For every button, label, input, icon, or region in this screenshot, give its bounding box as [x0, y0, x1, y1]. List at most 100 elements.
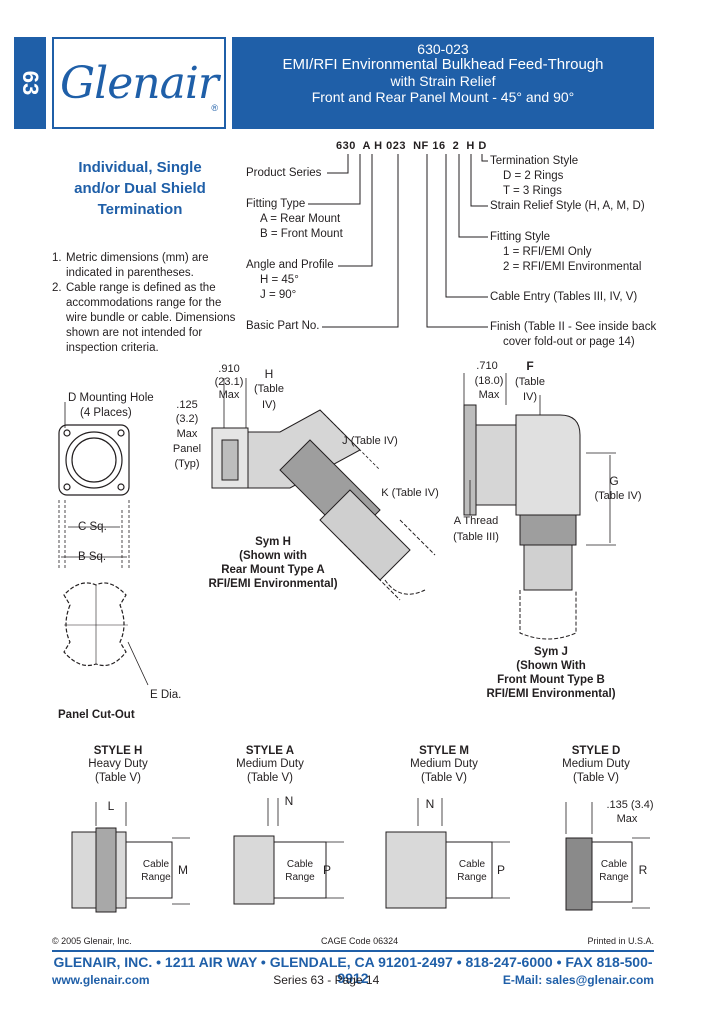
intro-title-line-1: Individual, Single — [78, 159, 202, 176]
email-link[interactable]: E-Mail: sales@glenair.com — [502, 973, 654, 987]
sym-h-typ: (Typ) — [174, 458, 200, 470]
sym-j-drawing — [463, 373, 616, 640]
c-square-label: C Sq. — [78, 521, 107, 533]
style-a-title: STYLE A — [245, 745, 295, 757]
style-d-table: (Table V) — [572, 772, 620, 784]
sym-h-j: J (Table IV) — [342, 435, 398, 447]
style-h-title: STYLE H — [93, 745, 143, 757]
company-address: GLENAIR, INC. • 1211 AIR WAY • GLENDALE,… — [53, 954, 653, 986]
sym-j-iv: IV) — [522, 391, 538, 403]
fitting-style-1: 1 = RFI/EMI Only — [503, 246, 592, 258]
cable-label: Cable — [458, 859, 486, 870]
sym-j-710: .710 — [476, 360, 498, 372]
style-h-table: (Table V) — [94, 772, 142, 784]
style-m-dim-p: P — [496, 863, 505, 877]
sym-j-g: G — [609, 474, 619, 488]
panel-cutout-label: Panel Cut-Out — [58, 709, 135, 721]
style-a-dim-p: P — [322, 863, 331, 877]
sym-h-caption-4: RFI/EMI Environmental) — [208, 578, 338, 590]
angle-j: J = 90° — [260, 289, 297, 301]
panel-drawing — [58, 402, 149, 686]
style-m-table: (Table V) — [420, 772, 468, 784]
style-d-duty: Medium Duty — [562, 758, 630, 770]
angle-h: H = 45° — [260, 274, 299, 286]
footer-meta: © 2005 Glenair, Inc. CAGE Code 06324 Pri… — [52, 936, 654, 946]
fitting-style-2: 2 = RFI/EMI Environmental — [503, 261, 642, 273]
sym-j-caption-3: Front Mount Type B — [497, 674, 605, 686]
sym-h-max: Max — [218, 389, 240, 401]
range-label: Range — [599, 872, 629, 883]
fitting-type-b: B = Front Mount — [260, 228, 343, 240]
fitting-type-a: A = Rear Mount — [260, 213, 341, 225]
sym-h-max2: Max — [176, 428, 198, 440]
note-text: Cable range is defined as the accommodat… — [66, 282, 236, 354]
header-banner: 630-023 EMI/RFI Environmental Bulkhead F… — [232, 37, 654, 129]
fitting-type-label: Fitting Type — [246, 198, 306, 210]
style-m-duty: Medium Duty — [410, 758, 478, 770]
footer-links: www.glenair.com Series 63 - Page 14 E-Ma… — [52, 973, 654, 987]
style-h: STYLE H Heavy Duty (Table V) — [68, 745, 168, 785]
intro-title-line-3: Termination — [97, 201, 183, 218]
sym-j-180: (18.0) — [474, 375, 504, 387]
copyright: © 2005 Glenair, Inc. — [52, 936, 132, 946]
part-family: 630-023 — [417, 41, 469, 57]
strain-relief-label: Strain Relief Style (H, A, M, D) — [490, 200, 645, 212]
sym-h-panel: Panel — [172, 443, 202, 455]
intro-title-line-2: and/or Dual Shield — [74, 180, 206, 197]
range-label: Range — [457, 872, 487, 883]
termination-t: T = 3 Rings — [503, 185, 562, 197]
termination-d: D = 2 Rings — [503, 170, 564, 182]
sym-j-max: Max — [478, 389, 500, 401]
sym-h-k: K (Table IV) — [381, 487, 439, 499]
registered-mark: ® — [211, 103, 218, 113]
sym-j-g-table: (Table IV) — [594, 490, 642, 502]
finish-label: Finish (Table II - See inside back — [490, 321, 657, 333]
mounting-hole-places: (4 Places) — [80, 407, 132, 419]
part-number-code: 630 A H 023 NF 16 2 H D — [336, 140, 487, 152]
style-a-table: (Table V) — [246, 772, 294, 784]
sym-h-caption-3: Rear Mount Type A — [221, 564, 325, 576]
sym-h-caption-2: (Shown with — [239, 550, 307, 562]
sym-h-caption: Sym H (Shown with Rear Mount Type A RFI/… — [188, 535, 358, 591]
note-number: 2. — [52, 282, 62, 294]
website-link[interactable]: www.glenair.com — [52, 973, 150, 987]
fitting-style-label: Fitting Style — [490, 231, 551, 243]
style-d: STYLE D Medium Duty (Table V) — [546, 745, 646, 785]
style-h-dim-l: L — [107, 799, 115, 813]
logo-text: Glenair — [60, 57, 219, 109]
product-subtitle-1: with Strain Relief — [390, 73, 496, 89]
cable-label: Cable — [600, 859, 628, 870]
product-subtitle-2: Front and Rear Panel Mount - 45° and 90° — [311, 89, 575, 105]
e-dia-label: E Dia. — [150, 689, 182, 701]
note-text: Metric dimensions (mm) are indicated in … — [66, 252, 209, 279]
style-m: STYLE M Medium Duty (Table V) — [394, 745, 494, 785]
sym-j-a-thread: A Thread — [453, 515, 499, 527]
basic-part-label: Basic Part No. — [246, 320, 320, 332]
range-label: Range — [285, 872, 315, 883]
sym-h-910: .910 — [218, 363, 240, 375]
style-d-dim-r: R — [638, 863, 648, 877]
angle-label: Angle and Profile — [246, 259, 334, 271]
intro-title: Individual, Single and/or Dual Shield Te… — [40, 157, 240, 220]
sym-j-f: F — [526, 359, 534, 373]
sym-h-h: H — [264, 367, 274, 381]
sym-j-caption-4: RFI/EMI Environmental) — [486, 688, 616, 700]
style-h-duty: Heavy Duty — [88, 758, 148, 770]
cage-code: CAGE Code 06324 — [321, 936, 399, 946]
sym-h-32: (3.2) — [175, 413, 199, 425]
sym-j-caption: Sym J (Shown With Front Mount Type B RFI… — [466, 645, 636, 701]
section-tab: 63 — [14, 37, 46, 129]
note-item: 2. Cable range is defined as the accommod… — [52, 281, 242, 356]
termination-style-label: Termination Style — [490, 155, 579, 167]
glenair-logo: Glenair ® — [52, 37, 226, 129]
notes-list: 1. Metric dimensions (mm) are indicated i… — [52, 251, 242, 356]
style-d-dim-135: .135 (3.4) — [606, 799, 654, 811]
sym-h-drawing — [211, 378, 436, 601]
page-number: Series 63 - Page 14 — [273, 973, 380, 987]
note-number: 1. — [52, 252, 62, 264]
style-d-title: STYLE D — [571, 745, 621, 757]
sym-j-caption-2: (Shown With — [516, 660, 586, 672]
